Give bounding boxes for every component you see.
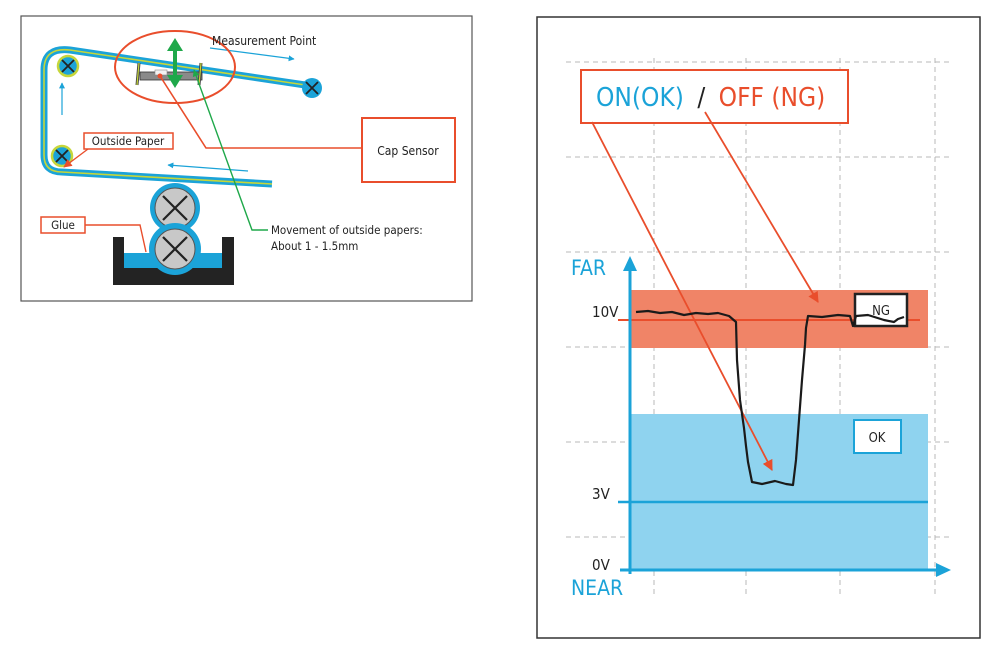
outside-paper-pointer [63,148,89,168]
ok-badge-box [853,419,902,454]
glue-label: Glue [51,218,75,232]
measurement-point-label: Measurement Point [212,34,316,48]
title-box [580,69,849,124]
y-axis-arrowhead [623,256,637,271]
roller-right [302,78,322,98]
x-axis-arrowhead [936,563,951,577]
movement-arrow [167,38,183,88]
title-separator: / [697,83,705,113]
outside-paper-box [83,132,174,150]
ng-badge-box [853,292,909,328]
upper-glue-roller [150,183,200,233]
cap-sensor-pointer-dot [157,73,163,79]
ng-badge-label: NG [872,304,890,319]
cap-sensor-box [361,117,456,183]
y-axis-far-label: FAR [571,256,606,280]
flow-arrow-bottom [167,162,249,172]
ok-badge-label: OK [869,431,886,446]
title-off-ng: OFF (NG) [719,83,826,113]
sensor-signal-trace [635,309,905,487]
movement-label-line2: About 1 - 1.5mm [271,239,358,253]
outside-paper-label: Outside Paper [92,134,165,148]
movement-pointer [192,69,268,231]
movement-label-line1: Movement of outside papers: [271,223,423,237]
level-10v-label: 10V [592,303,619,321]
y-axis-near-label: NEAR [571,576,623,600]
machine-diagram: Measurement Point Outside Paper Glue Cap… [20,15,473,302]
cap-sensor-label: Cap Sensor [377,144,439,158]
lower-glue-roller [149,223,201,275]
measurement-point-ellipse [114,30,236,104]
flow-arrow-top [209,47,295,62]
sensor-output-chart: FAR NEAR 10V 3V 0V NG OK ON(OK) / OFF (N… [536,16,981,639]
title-text: ON(OK) / OFF (NG) [596,83,825,113]
glue-pointer [85,224,147,253]
cap-sensor-pointer [159,75,362,149]
roller-top-left [56,54,80,78]
off-ng-pointer-arrow [704,111,819,303]
paper-belt [40,46,313,188]
level-3v-label: 3V [592,485,611,503]
level-0v-label: 0V [592,556,611,574]
title-on-ok: ON(OK) [596,83,684,113]
